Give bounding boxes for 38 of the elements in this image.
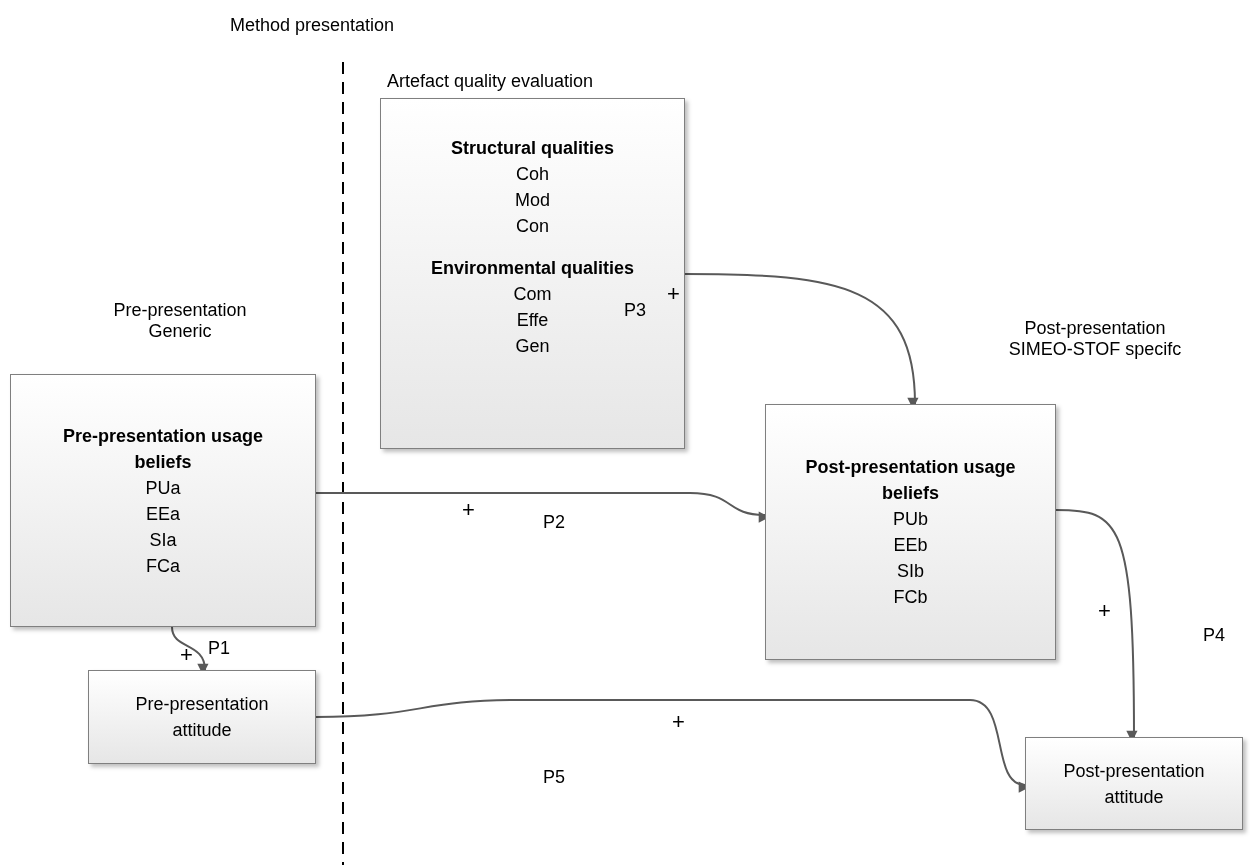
edge-label: + [672, 711, 685, 733]
construct-label: Coh [516, 163, 549, 186]
construct-label: Pre-presentation attitude [134, 693, 270, 742]
construct-label: EEb [893, 534, 928, 557]
construct-label: SIb [897, 560, 924, 583]
construct-label: Post-presentation attitude [1062, 759, 1206, 809]
edge-label: + [667, 283, 680, 305]
box-title: Post-presentation usage beliefs [804, 456, 1017, 505]
construct-label: SIa [149, 528, 177, 552]
concept-box [10, 374, 316, 627]
edge-label: + [462, 499, 475, 521]
phase-label: Pre-presentation Generic [112, 300, 248, 342]
annotation-label: P1 [208, 638, 231, 659]
annotation-label: P5 [543, 767, 566, 788]
annotation-label: P2 [543, 512, 566, 533]
edge-label: + [180, 644, 193, 666]
construct-label: FCa [146, 554, 180, 578]
concept-box [1025, 737, 1243, 830]
concept-box [765, 404, 1056, 660]
construct-label: Com [513, 283, 552, 306]
construct-label: Con [516, 215, 549, 238]
concept-box [88, 670, 316, 764]
construct-label: PUb [893, 508, 928, 531]
annotation-label: Method presentation [230, 15, 395, 36]
box-title: Pre-presentation usage beliefs [61, 424, 265, 474]
construct-label: PUa [145, 476, 181, 500]
annotation-label: P4 [1203, 625, 1226, 646]
phase-label: Post-presentation SIMEO-STOF specifc [1007, 318, 1183, 360]
edge-label: + [1098, 600, 1111, 622]
box-title: Environmental qualities [430, 257, 634, 280]
construct-label: Effe [516, 309, 549, 332]
box-heading: Artefact quality evaluation [387, 71, 594, 92]
construct-label: FCb [893, 586, 928, 609]
construct-label: Mod [515, 189, 550, 212]
construct-label: Gen [515, 335, 550, 358]
construct-label: EEa [146, 502, 180, 526]
box-title: Structural qualities [450, 137, 614, 160]
annotation-label: P3 [624, 300, 647, 321]
